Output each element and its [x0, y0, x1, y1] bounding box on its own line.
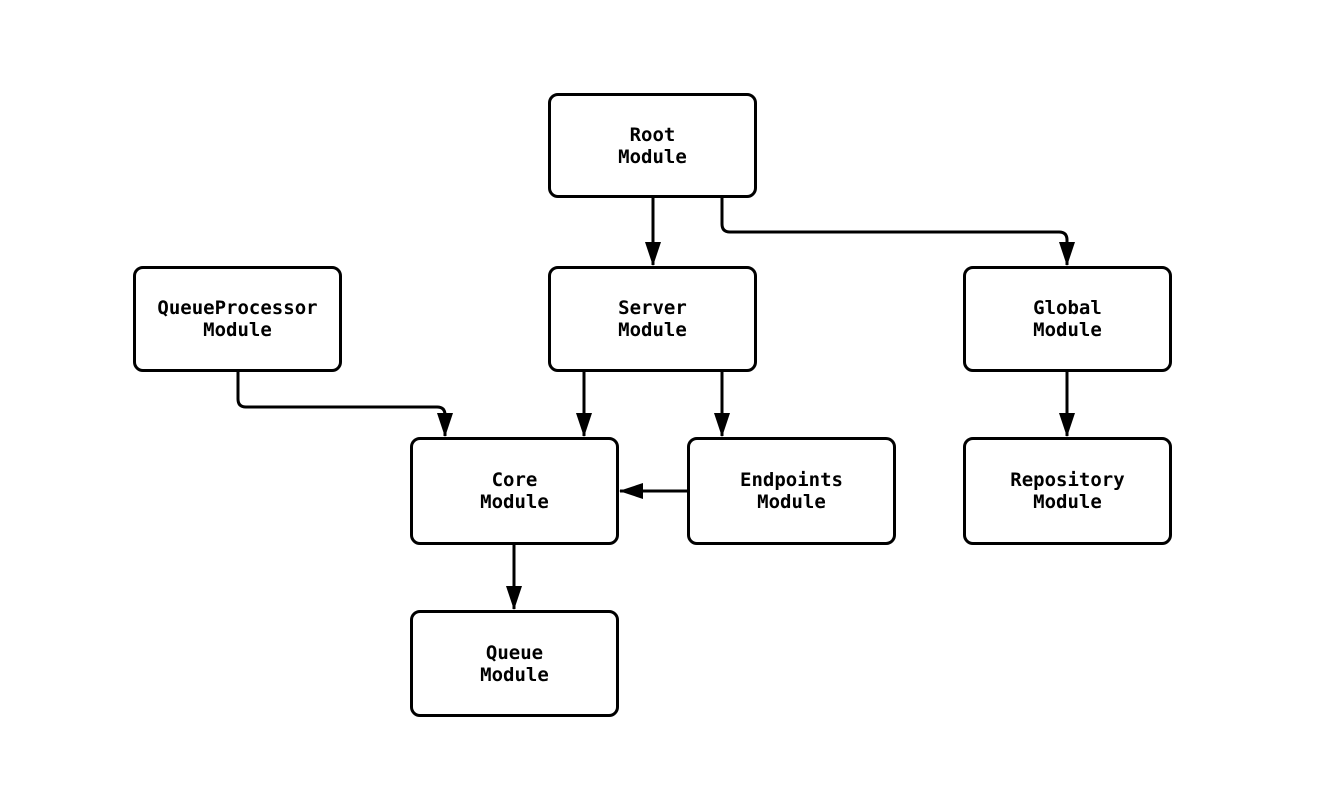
node-label: Module: [480, 491, 549, 513]
node-core-module: Core Module: [410, 437, 619, 545]
node-label: Module: [757, 491, 826, 513]
node-label: Queue: [485, 641, 544, 664]
node-endpoints-module: Endpoints Module: [687, 437, 896, 545]
node-label: Module: [1033, 319, 1102, 341]
node-label: Repository: [1010, 469, 1125, 491]
edge-root-module-to-global-module: [720, 198, 1075, 266]
node-label: Server: [618, 297, 687, 319]
node-repository-module: Repository Module: [963, 437, 1172, 545]
node-label: Module: [203, 319, 272, 341]
node-label: Module: [618, 319, 687, 341]
node-queueprocessor-module: QueueProcessor Module: [133, 266, 342, 372]
node-label: QueueProcessor: [157, 297, 318, 319]
edge-queueprocessor-module-to-core-module: [236, 372, 453, 437]
node-label: Module: [480, 663, 549, 686]
node-label: Module: [1033, 491, 1102, 513]
node-label: Module: [618, 145, 687, 168]
node-label: Global: [1033, 297, 1102, 319]
node-server-module: Server Module: [548, 266, 757, 372]
node-global-module: Global Module: [963, 266, 1172, 372]
node-queue-module: Queue Module: [410, 610, 619, 717]
node-label: Endpoints: [740, 469, 843, 491]
node-label: Core: [491, 469, 538, 491]
node-label: Root: [629, 123, 676, 146]
node-root-module: Root Module: [548, 93, 757, 198]
